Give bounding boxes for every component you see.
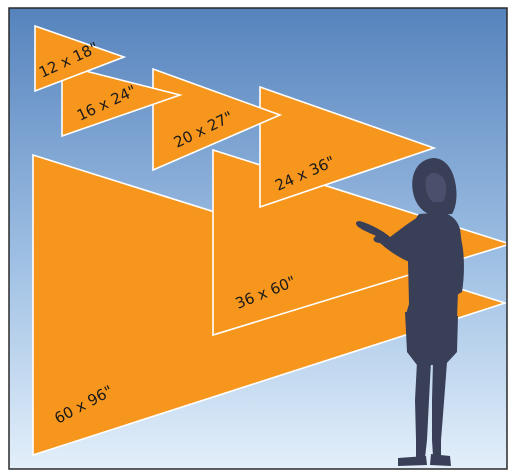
- pennant-24x36: 24 x 36": [259, 85, 437, 209]
- image-frame: [8, 7, 508, 470]
- pennant-16x24: 16 x 24": [61, 63, 183, 138]
- presenting-woman-silhouette-icon: [356, 158, 464, 466]
